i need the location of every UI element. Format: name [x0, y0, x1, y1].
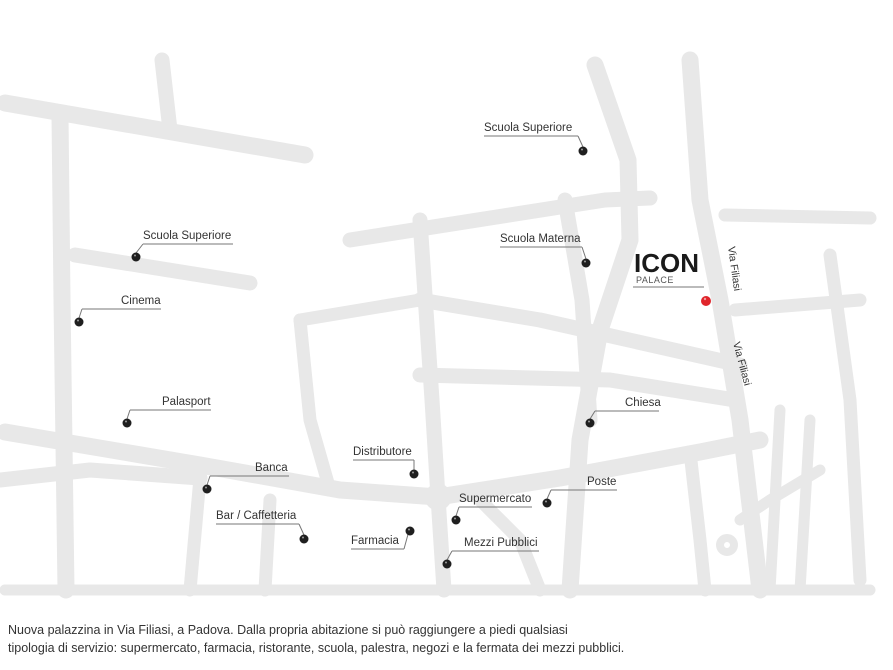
location-pin-icon[interactable] [122, 418, 132, 428]
location-pin-icon[interactable] [701, 296, 711, 306]
poi-label: Bar / Caffetteria [216, 510, 297, 522]
poi-scuola-superiore-1[interactable]: Scuola Superiore [484, 122, 588, 156]
location-pin-icon[interactable] [578, 146, 588, 156]
poi-label: Distributore [353, 446, 412, 458]
poi-scuola-materna[interactable]: Scuola Materna [500, 233, 591, 268]
poi-leader-line [455, 506, 460, 517]
pin-highlight [545, 500, 547, 503]
pin-highlight [412, 471, 414, 474]
poi-mezzi-pubblici[interactable]: Mezzi Pubblici [442, 537, 540, 569]
location-pin-icon[interactable] [451, 515, 461, 525]
poi-leader-line [589, 410, 596, 420]
pin-highlight [454, 517, 456, 520]
location-pin-icon[interactable] [131, 252, 141, 262]
caption-line-2: tipologia di servizio: supermercato, far… [8, 641, 625, 655]
pin-highlight [408, 528, 410, 531]
location-pin-icon[interactable] [74, 317, 84, 327]
location-pin-icon[interactable] [405, 526, 415, 536]
poi-distributore[interactable]: Distributore [353, 446, 419, 479]
poi-label: Scuola Materna [500, 233, 581, 245]
poi-label: Poste [587, 476, 616, 488]
poi-leader-line [546, 489, 552, 500]
location-pin-icon[interactable] [581, 258, 591, 268]
poi-chiesa[interactable]: Chiesa [585, 397, 662, 428]
pin-highlight [134, 254, 136, 257]
poi-farmacia[interactable]: Farmacia [351, 526, 415, 550]
brand-subtitle: PALACE [636, 275, 674, 285]
pin-highlight [302, 536, 304, 539]
poi-scuola-superiore-2[interactable]: Scuola Superiore [131, 230, 234, 262]
pin-highlight [205, 486, 207, 489]
street-label-via-filiasi: Via Filiasi [725, 246, 743, 292]
pin-highlight [588, 420, 590, 423]
poi-label: Farmacia [351, 535, 400, 547]
road-network [0, 51, 877, 599]
poi-leader-line [135, 243, 144, 254]
poi-leader-line [206, 475, 211, 486]
location-pin-icon[interactable] [585, 418, 595, 428]
pin-highlight [584, 260, 586, 263]
poi-label: Scuola Superiore [143, 230, 231, 242]
poi-leader-line [581, 246, 587, 260]
location-pin-icon[interactable] [409, 469, 419, 479]
poi-label: Palasport [162, 396, 211, 408]
poi-banca[interactable]: Banca [202, 462, 290, 494]
caption-line-1: Nuova palazzina in Via Filiasi, a Padova… [8, 623, 568, 637]
pin-highlight [703, 297, 707, 301]
poi-bar-caffetteria[interactable]: Bar / Caffetteria [216, 510, 309, 544]
pin-highlight [445, 561, 447, 564]
map-caption: Nuova palazzina in Via Filiasi, a Padova… [8, 621, 868, 657]
poi-leader-line [577, 135, 584, 148]
poi-label: Chiesa [625, 397, 661, 409]
poi-label: Cinema [121, 295, 161, 307]
location-pin-icon[interactable] [442, 559, 452, 569]
pin-highlight [77, 319, 79, 322]
poi-label: Banca [255, 462, 288, 474]
poi-leader-line [78, 308, 83, 319]
poi-label: Mezzi Pubblici [464, 537, 538, 549]
pin-highlight [581, 148, 583, 151]
pin-highlight [125, 420, 127, 423]
location-pin-icon[interactable] [202, 484, 212, 494]
poi-cinema[interactable]: Cinema [74, 295, 162, 327]
poi-palasport[interactable]: Palasport [122, 396, 212, 428]
location-pin-icon[interactable] [299, 534, 309, 544]
poi-leader-line [446, 550, 453, 561]
poi-leader-line [298, 523, 305, 536]
brand-title: ICON [634, 248, 699, 278]
icon-palace-marker[interactable]: ICON PALACE [633, 248, 711, 306]
poi-poste[interactable]: Poste [542, 476, 618, 508]
poi-leader-line [126, 409, 131, 420]
poi-label: Scuola Superiore [484, 122, 572, 134]
poi-supermercato[interactable]: Supermercato [451, 493, 533, 525]
poi-label: Supermercato [459, 493, 531, 505]
location-pin-icon[interactable] [542, 498, 552, 508]
